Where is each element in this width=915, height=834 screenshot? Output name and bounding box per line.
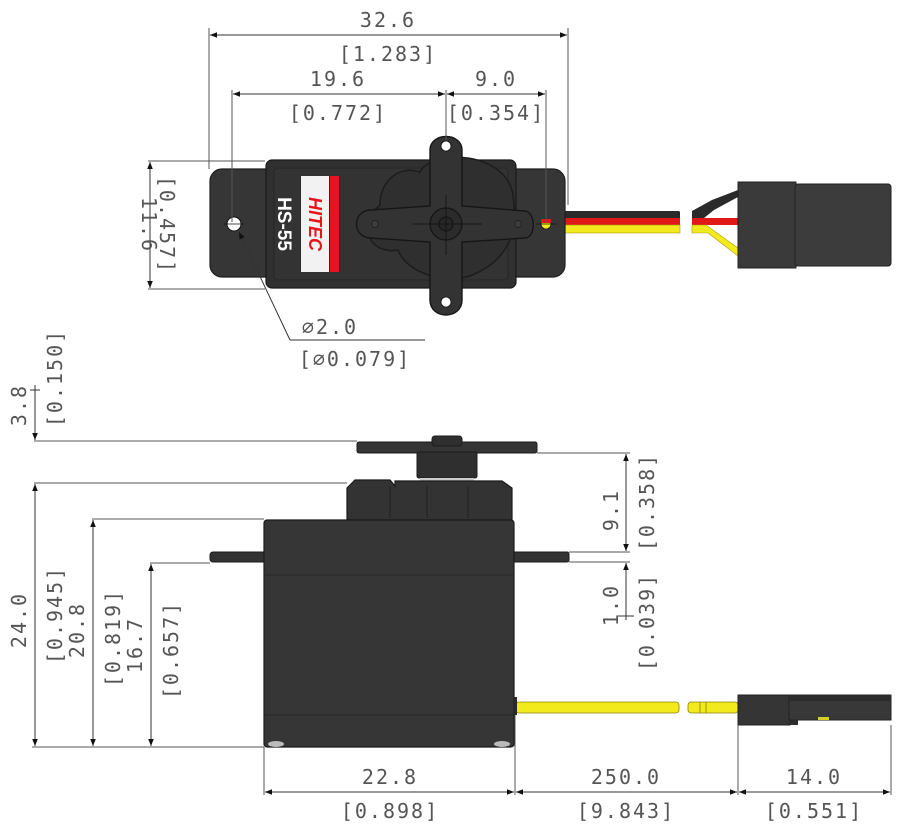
dim-horn-height-mm: 3.8 — [7, 384, 31, 426]
side-tab-left — [209, 551, 267, 563]
dim-body-width-mm: 11.6 — [137, 197, 161, 253]
dim-overall-width-in: [1.283] — [339, 42, 437, 66]
wire-red-fan — [692, 218, 738, 225]
dim-hole-diameter-in: [∅0.079] — [299, 347, 411, 371]
cable-break-mark — [678, 205, 691, 239]
dim-body-length-mm: 22.8 — [362, 765, 418, 789]
top-connector — [737, 181, 892, 269]
wire-black-fan — [692, 190, 738, 218]
dim-body-height-mm: 20.8 — [65, 602, 89, 658]
top-cable — [564, 190, 739, 257]
dim-tab-height-in: [0.657] — [159, 601, 183, 699]
dim-spline-to-hole-mm: 9.0 — [475, 67, 517, 91]
wire-yellow — [564, 224, 681, 234]
dim-tab-to-horn-in: [0.358] — [635, 453, 659, 551]
dim-hole-diameter-mm: ∅2.0 — [302, 315, 358, 339]
dim-total-height-mm: 24.0 — [7, 592, 31, 648]
wire-red — [565, 218, 680, 225]
dim-total-height-in: [0.945] — [43, 566, 67, 664]
dim-spline-to-hole-in: [0.354] — [447, 101, 545, 125]
dim-horn-height-in: [0.150] — [43, 329, 67, 427]
side-tab-right — [512, 551, 570, 563]
dim-body-length-in: [0.898] — [341, 799, 439, 823]
side-connector — [737, 694, 892, 726]
dim-connector-length-mm: 14.0 — [786, 765, 842, 789]
side-body — [263, 519, 515, 748]
product-label: HITEC HS-55 — [273, 176, 340, 272]
dim-cable-length-in: [9.843] — [577, 799, 675, 823]
dim-tab-thickness-mm: 1.0 — [599, 584, 623, 626]
dim-body-width-in: [0.457] — [155, 176, 179, 274]
side-view: 3.8 [0.150] 24.0 [0.945] 20.8 [0.819] 16… — [7, 329, 892, 823]
side-horn-hub — [416, 451, 478, 479]
dim-tab-height-mm: 16.7 — [123, 617, 147, 673]
dim-body-height-in: [0.819] — [101, 589, 125, 687]
side-gear-tower — [346, 479, 513, 521]
dim-hole-to-spline-mm: 19.6 — [310, 67, 366, 91]
dim-overall-width-mm: 32.6 — [360, 8, 416, 32]
dim-connector-length-in: [0.551] — [765, 799, 863, 823]
side-cable — [515, 701, 739, 714]
dim-tab-thickness-in: [0.039] — [635, 573, 659, 671]
dim-hole-to-spline-in: [0.772] — [289, 101, 387, 125]
brand-logo: HITEC — [305, 197, 325, 252]
dim-cable-length-mm: 250.0 — [591, 765, 661, 789]
model-label: HS-55 — [273, 197, 294, 251]
dim-tab-to-horn-mm: 9.1 — [599, 489, 623, 531]
top-view: HITEC HS-55 32.6 [1.283] — [137, 8, 892, 371]
wire-black — [565, 211, 680, 218]
wire-yellow-fan — [691, 224, 739, 257]
